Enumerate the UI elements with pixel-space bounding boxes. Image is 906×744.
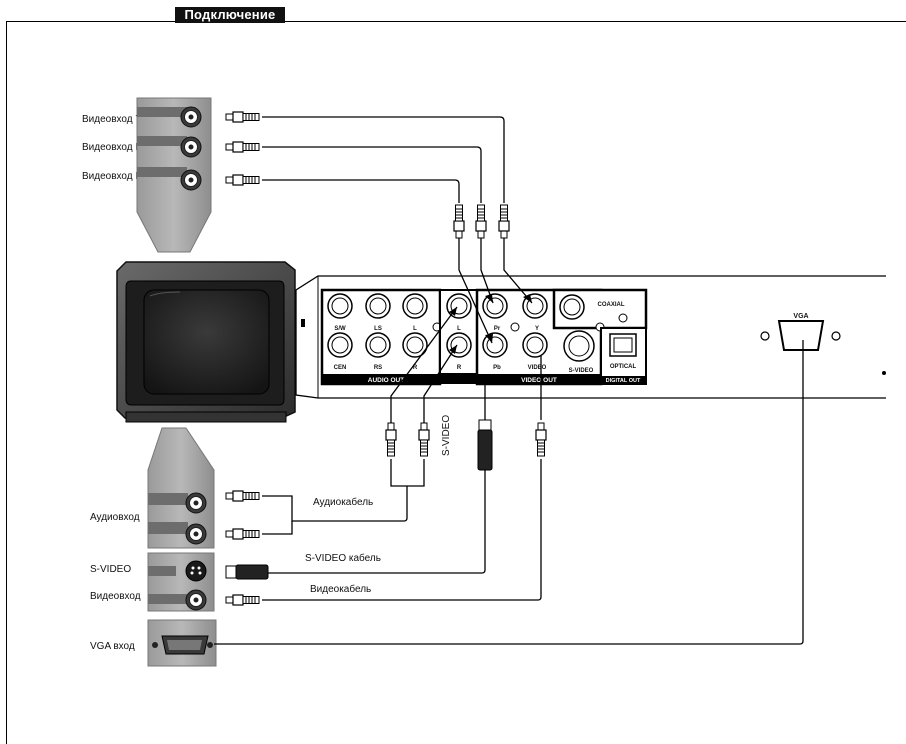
label-video-in: Видеовход <box>90 591 141 602</box>
tv-jack-y[interactable] <box>180 106 202 128</box>
label-coaxial: COAXIAL <box>598 302 625 308</box>
player-rear-panel: AUDIO OUT S/W LS L CEN RS R L R VIDEO OU… <box>295 275 886 399</box>
jack-label-svideo: S-VIDEO <box>569 368 594 374</box>
audio-out-caption: AUDIO OUT <box>368 377 405 384</box>
vga-out-port[interactable] <box>777 320 825 351</box>
jack-label-pb: Pb <box>493 365 501 371</box>
label-optical: OPTICAL <box>610 364 637 370</box>
label-video-pb: Видеовход Pb <box>82 171 148 182</box>
label-vga-out: VGA <box>793 313 808 320</box>
jack-label-video: VIDEO <box>528 365 547 371</box>
arrow-heads <box>449 294 532 354</box>
jack-label-cen: CEN <box>334 365 347 371</box>
label-vga-in: VGA вход <box>90 641 135 652</box>
jack-label-pr: Pr <box>494 326 501 332</box>
page-frame <box>6 21 906 744</box>
label-audio-cable: Аудиокабель <box>313 497 374 508</box>
jack-label-sw: S/W <box>334 326 346 332</box>
jack-l-multi[interactable] <box>402 293 428 319</box>
tv-jack-audio-r[interactable] <box>185 523 207 545</box>
jack-label-r: R <box>413 365 418 371</box>
jack-video[interactable] <box>522 332 548 358</box>
label-svideo-cable: S-VIDEO кабель <box>305 553 381 564</box>
player-side-plugs <box>385 204 547 471</box>
tv-jack-pb[interactable] <box>180 169 202 191</box>
tv-av-input-panel <box>147 427 215 549</box>
jack-label-stereo-r: R <box>457 365 462 371</box>
page-title: Подключение <box>175 7 285 23</box>
label-audio-in: Аудиовход <box>90 512 140 523</box>
tv-vga-panel <box>147 619 217 667</box>
jack-sw[interactable] <box>327 293 353 319</box>
tv-side-plugs <box>225 111 269 606</box>
tv-jack-pr[interactable] <box>180 136 202 158</box>
label-s-video-in: S-VIDEO <box>90 564 132 575</box>
tv-jack-svideo[interactable] <box>185 560 207 582</box>
jack-rs[interactable] <box>365 332 391 358</box>
jack-pr[interactable] <box>482 293 508 319</box>
tv-component-input-panel <box>136 97 212 253</box>
digital-out-caption: DIGITAL OUT <box>606 378 641 384</box>
jack-stereo-r[interactable] <box>446 332 472 358</box>
label-video-pr: Видеовход Pr <box>82 142 146 153</box>
label-video-y: Видеовход Y <box>82 114 143 125</box>
jack-label-ls: LS <box>374 326 382 332</box>
tv-jack-video[interactable] <box>185 589 207 611</box>
jack-stereo-l[interactable] <box>446 293 472 319</box>
jack-cen[interactable] <box>327 332 353 358</box>
tv-svideo-video-panel <box>147 552 215 612</box>
label-video-cable: Видеокабель <box>310 584 372 595</box>
jack-label-stereo-l: L <box>457 326 461 332</box>
video-out-caption: VIDEO OUT <box>521 377 557 384</box>
jack-ls[interactable] <box>365 293 391 319</box>
television <box>116 261 296 423</box>
jack-label-l: L <box>413 326 417 332</box>
jack-coaxial[interactable] <box>559 294 585 320</box>
jack-label-rs: RS <box>374 365 382 371</box>
cable-wires <box>214 116 804 645</box>
jack-label-y: Y <box>535 326 539 332</box>
tv-jack-audio-l[interactable] <box>185 492 207 514</box>
